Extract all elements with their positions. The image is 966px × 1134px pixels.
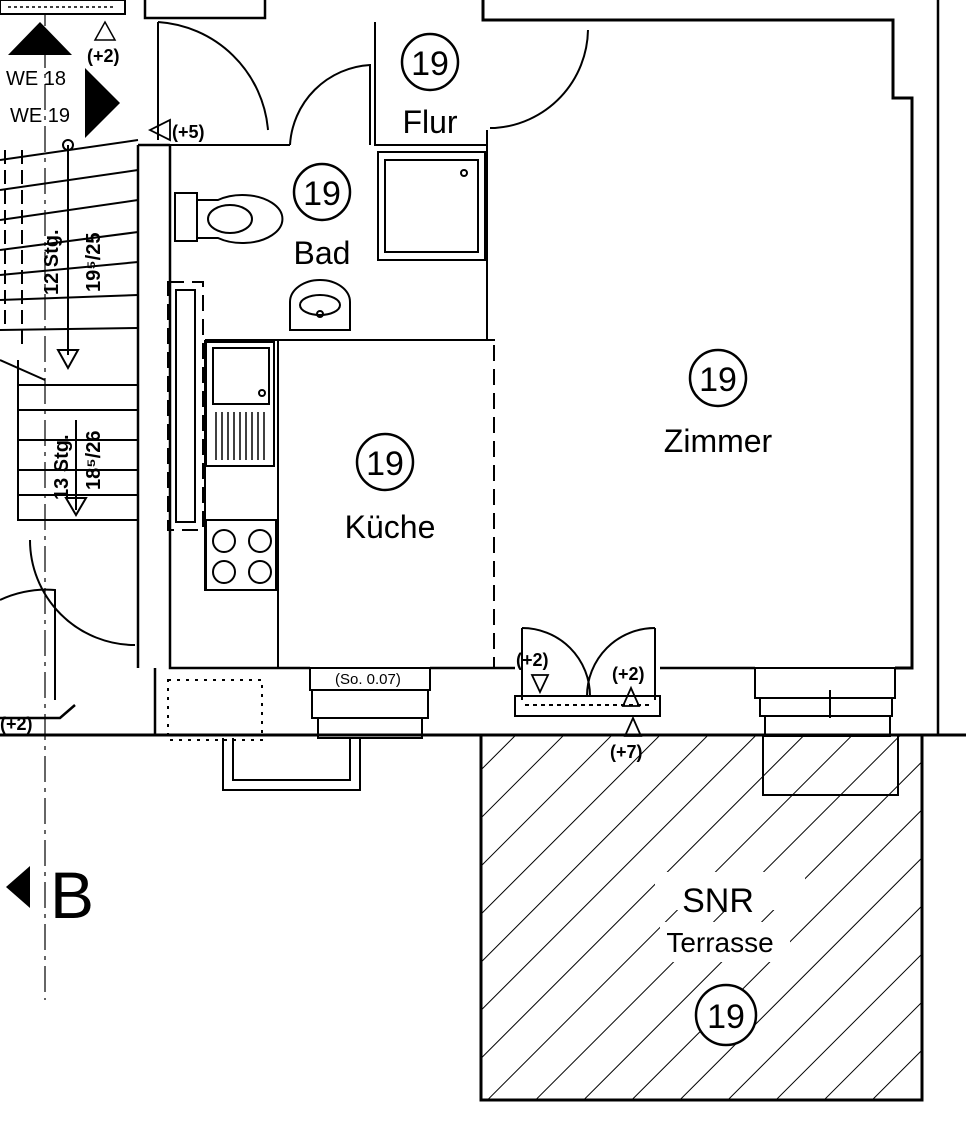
bath-fixtures — [174, 151, 486, 331]
zimmer-number-circle — [688, 348, 748, 408]
level-door-right: (+2) — [612, 664, 645, 684]
entry-level-marker-icon — [147, 118, 171, 142]
we18-arrow-icon — [8, 22, 72, 55]
unit-label-we18: WE 18 — [6, 68, 66, 90]
window-note: (So. 0.07) — [335, 671, 401, 688]
unit-markers — [0, 0, 643, 737]
zimmer-number: 19 — [699, 361, 737, 399]
stair-upper-steps: 12 Stg. — [41, 229, 63, 295]
bad-number: 19 — [303, 175, 341, 213]
we19-arrow-icon — [85, 68, 120, 138]
level-top: (+2) — [87, 46, 120, 66]
kueche-label: Küche — [345, 509, 436, 545]
terrasse-label: Terrasse — [666, 927, 773, 958]
exterior-walls — [0, 0, 966, 737]
stair-lower-steps: 13 Stg. — [51, 434, 73, 500]
section-label: B — [50, 858, 94, 932]
staircase — [0, 0, 204, 1000]
terrasse-code: SNR — [682, 882, 754, 920]
terrace-level-icon — [623, 715, 643, 737]
door-level-left-icon — [530, 674, 550, 695]
windows — [309, 667, 899, 796]
level-door-left: (+2) — [516, 650, 549, 670]
kitchen-fixtures — [205, 341, 277, 591]
bad-number-circle — [292, 162, 352, 222]
level-terrace: (+7) — [610, 742, 643, 762]
balcony-outline — [167, 679, 361, 791]
level-entry: (+5) — [172, 122, 205, 142]
stair-lower-rise: 18⁵/26 — [83, 431, 105, 490]
flur-number: 19 — [411, 45, 449, 83]
kueche-number-circle — [355, 432, 415, 492]
flur-number-circle — [400, 32, 460, 92]
bad-label: Bad — [294, 235, 351, 271]
stair-upper-rise: 19⁵/25 — [83, 233, 105, 292]
level-left-bottom: (+2) — [0, 714, 33, 734]
doors — [0, 21, 656, 700]
kueche-number: 19 — [366, 445, 404, 483]
section-arrow-icon — [6, 866, 30, 908]
level-marker-icon — [93, 20, 117, 41]
terrasse-number: 19 — [707, 998, 745, 1036]
zimmer-label: Zimmer — [664, 423, 773, 459]
door-level-right-icon — [621, 685, 641, 707]
flur-label: Flur — [402, 104, 457, 140]
unit-label-we19: WE 19 — [10, 105, 70, 127]
terrasse-number-circle — [694, 983, 758, 1047]
